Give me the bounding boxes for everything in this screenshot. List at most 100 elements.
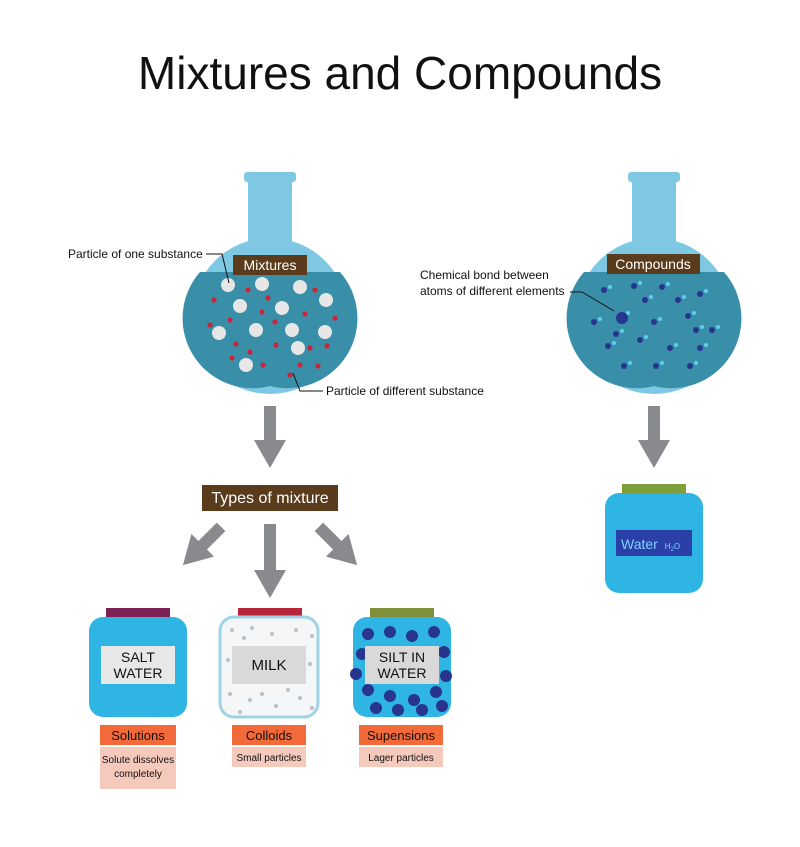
molecule-atom (591, 319, 597, 325)
molecule-atom (704, 343, 708, 347)
jar1-label-bg (101, 646, 175, 684)
silt-particle (362, 628, 374, 640)
jar2-desc-bg (232, 747, 306, 767)
water-label: Water H2O (621, 536, 680, 553)
red-particle (332, 315, 338, 321)
silt-particle (440, 670, 452, 682)
red-particle (260, 362, 266, 368)
white-particle (212, 326, 226, 340)
silt-particle (384, 690, 396, 702)
arrow-down-right (314, 522, 358, 566)
silt-particle (362, 684, 374, 696)
silt-particle (436, 700, 448, 712)
red-particle (307, 345, 313, 351)
white-particle (285, 323, 299, 337)
molecule-atom (716, 325, 720, 329)
jar3-line2: WATER (378, 665, 427, 681)
milk-particle (310, 634, 314, 638)
red-particle (315, 363, 321, 369)
white-particle (293, 280, 307, 294)
page-title: Mixtures and Compounds (137, 47, 663, 99)
mixtures-flask-liquid (182, 272, 358, 389)
silt-particle (370, 702, 382, 714)
milk-particle (228, 692, 232, 696)
milk-particle (242, 636, 246, 640)
red-particle (287, 372, 293, 378)
mixtures-flask-lip (244, 172, 296, 182)
jar1-desc1: Solute dissolves (102, 755, 174, 766)
milk-particle (308, 662, 312, 666)
red-particle (233, 341, 239, 347)
jar1-desc-bg (100, 747, 176, 789)
molecule-atom (700, 325, 704, 329)
red-particle (297, 362, 303, 368)
jar2-line1: MILK (251, 657, 286, 674)
molecule-atom (598, 317, 602, 321)
compounds-flask-liquid (566, 272, 742, 389)
jar3-line1: SILT IN (379, 649, 425, 665)
molecule-atom (697, 345, 703, 351)
types-label-bg (202, 485, 338, 511)
callout-one-substance-line (206, 253, 230, 284)
water-jar-lid (622, 484, 686, 493)
silt-particle (408, 694, 420, 706)
arrow-down-left (182, 522, 226, 566)
jar3-label-bg (365, 646, 439, 684)
red-particle (227, 317, 233, 323)
milk-particle (230, 628, 234, 632)
compounds-label-bg (607, 254, 700, 274)
molecule-atom (660, 361, 664, 365)
molecule-atom (612, 341, 616, 345)
jar2-type-bg (232, 725, 306, 745)
jar3-desc1: Lager particles (368, 753, 434, 764)
molecule-atom (613, 331, 619, 337)
milk-particle (250, 626, 254, 630)
mixtures-particles (207, 277, 338, 378)
jar2-type: Colloids (246, 728, 293, 743)
red-particle (245, 287, 251, 293)
milk-particle (270, 632, 274, 636)
arrow-down-center (254, 524, 286, 598)
white-particle (255, 277, 269, 291)
white-particle (233, 299, 247, 313)
red-particle (207, 322, 213, 328)
compounds-flask: Compounds Chemical bond between atoms of… (420, 172, 742, 394)
jar3-desc-bg (359, 747, 443, 767)
molecule-atom (659, 284, 665, 290)
arrow-down-mixtures (254, 406, 286, 468)
water-formula-o: O (674, 542, 680, 551)
molecule-atom (682, 295, 686, 299)
silt-particle (416, 704, 428, 716)
arrow-down-compounds (638, 406, 670, 468)
molecule-atom (709, 327, 715, 333)
red-particle (265, 295, 271, 301)
jar-water: Water H2O (605, 484, 703, 593)
molecule-atom (637, 337, 643, 343)
silt-particle (438, 646, 450, 658)
compounds-label: Compounds (615, 256, 691, 272)
water-formula-h: H (665, 542, 671, 551)
silt-particle (350, 668, 362, 680)
red-particle (324, 343, 330, 349)
jar1-line1: SALT (121, 649, 155, 665)
molecule-atom (694, 361, 698, 365)
highlighted-molecule (616, 312, 628, 324)
red-particle (312, 287, 318, 293)
red-particle (229, 355, 235, 361)
red-particle (211, 297, 217, 303)
red-particle (247, 349, 253, 355)
molecule-atom (649, 295, 653, 299)
milk-particle (294, 628, 298, 632)
compounds-flask-lip (628, 172, 680, 182)
jar1-lid (106, 608, 170, 617)
silt-particle (392, 704, 404, 716)
molecule-atom (601, 287, 607, 293)
callout-bond-line2: atoms of different elements (420, 284, 565, 298)
molecule-atom (608, 285, 612, 289)
molecule-atom (644, 335, 648, 339)
silt-particle (428, 626, 440, 638)
red-particle (272, 319, 278, 325)
compounds-molecules (591, 281, 720, 369)
mixtures-flask: Mixtures Particle of one substance Parti… (68, 172, 484, 398)
